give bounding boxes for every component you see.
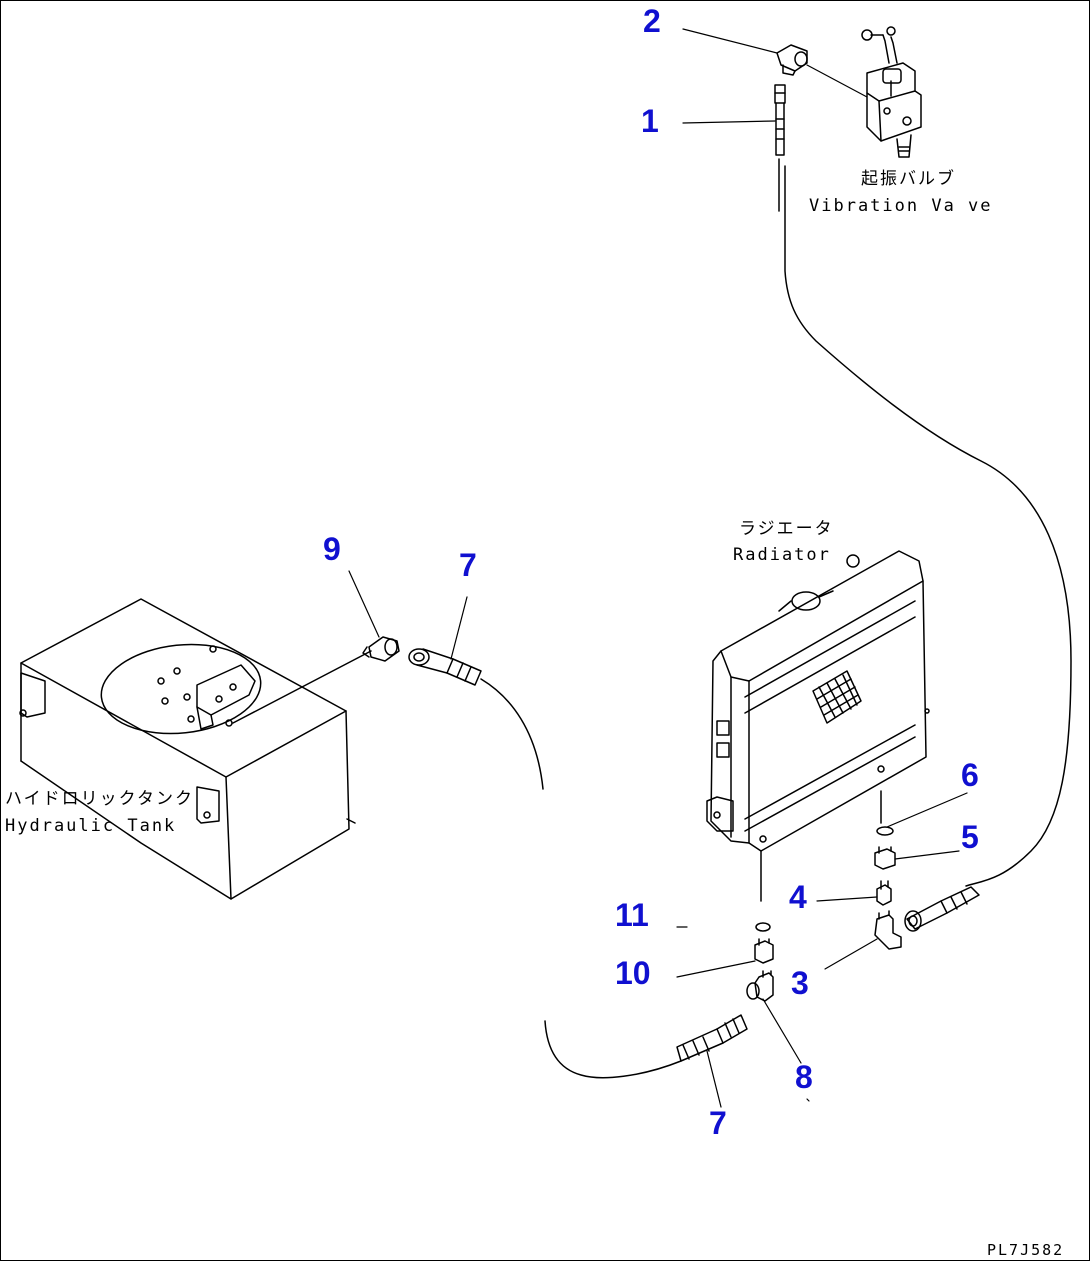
vibration-valve-label-jp: 起振バルブ	[861, 169, 956, 189]
fitting-10	[754, 938, 774, 964]
callout-9[interactable]: 9	[323, 531, 341, 567]
callout-2[interactable]: 2	[643, 3, 661, 39]
hose-7-lower	[544, 1014, 748, 1079]
leader-lines	[348, 28, 968, 1108]
hydraulic-tank-label-en: Hydraulic Tank	[5, 816, 177, 836]
drawing-id: PL7J582	[987, 1241, 1065, 1259]
callout-7-upper[interactable]: 7	[459, 547, 477, 583]
callout-3[interactable]: 3	[791, 965, 809, 1001]
hydraulic-tank-label-jp: ハイドロリックタンク	[5, 789, 194, 809]
callout-6[interactable]: 6	[961, 757, 979, 793]
vibration-valve-label-en: Vibration Va ve	[809, 196, 993, 216]
callout-4[interactable]: 4	[789, 879, 807, 915]
radiator-label-jp: ラジエータ	[739, 519, 834, 539]
hose-1	[774, 84, 1072, 887]
hose-7-upper	[408, 648, 544, 790]
fitting-5	[874, 846, 896, 870]
callout-7-lower[interactable]: 7	[709, 1105, 727, 1141]
gasket-6	[876, 826, 894, 836]
callout-1[interactable]: 1	[641, 103, 659, 139]
hydraulic-tank-drawing	[19, 598, 372, 900]
callout-8[interactable]: 8	[795, 1059, 813, 1095]
radiator-drawing	[706, 550, 930, 902]
callout-10[interactable]: 10	[615, 955, 651, 991]
fitting-4	[876, 880, 892, 906]
elbow-8	[746, 970, 774, 1002]
radiator-label-en: Radiator	[733, 545, 831, 565]
vibration-valve-drawing	[861, 26, 922, 158]
hose-end-3	[904, 886, 980, 932]
gasket-11	[755, 922, 771, 932]
callout-11[interactable]: 11	[615, 897, 649, 933]
elbow-fitting-2	[776, 44, 808, 76]
elbow-3	[874, 910, 902, 950]
fitting-9	[362, 636, 400, 662]
callout-5[interactable]: 5	[961, 819, 979, 855]
